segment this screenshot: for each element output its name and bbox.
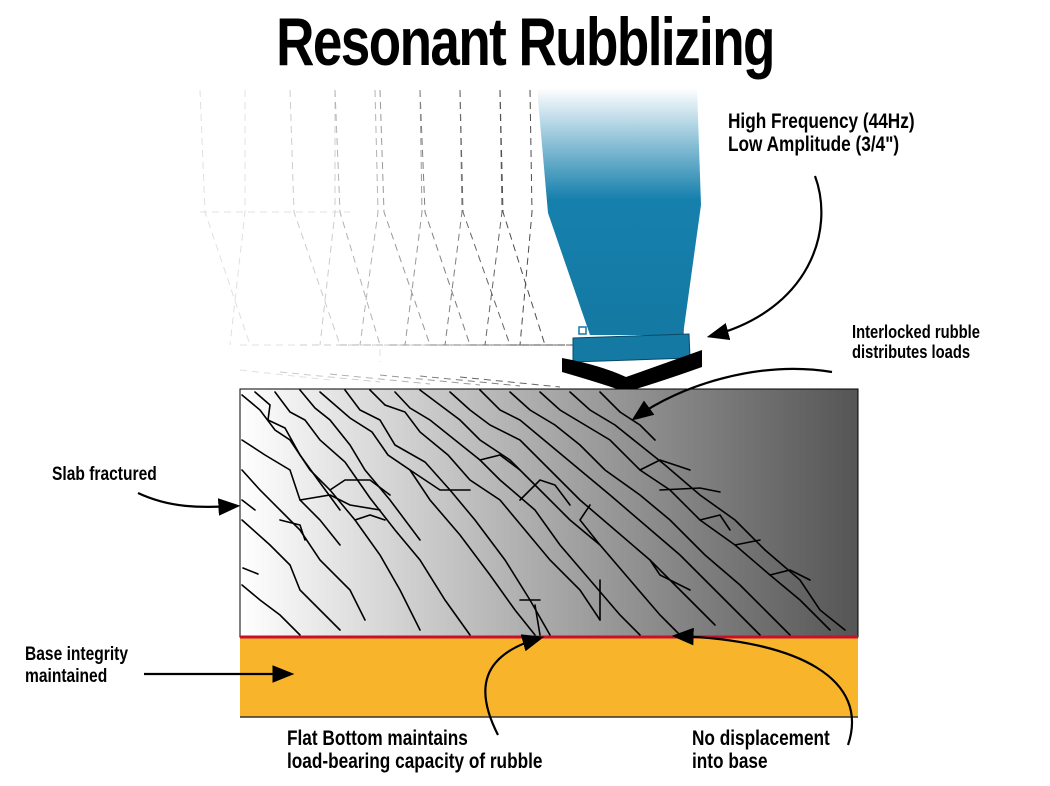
slab-fractured-label: Slab fractured <box>52 464 157 485</box>
no-displacement-arrow <box>671 627 854 746</box>
resonant-hammer <box>537 88 702 392</box>
hammer-column <box>537 88 701 335</box>
no-displacement-label-line2: into base <box>692 750 768 773</box>
flat-bottom-label-line1: Flat Bottom maintains <box>287 727 468 750</box>
motion-ghost-outlines <box>199 89 580 388</box>
no-displacement-label-line1: No displacement <box>692 727 830 750</box>
base-integrity-label-line2: maintained <box>25 666 108 687</box>
fractured-slab <box>239 388 859 638</box>
crack-network <box>241 389 846 636</box>
interlocked-label-line2: distributes loads <box>852 342 971 362</box>
slab-fractured-arrow <box>137 492 241 516</box>
interlocked-arrow <box>631 367 833 421</box>
base-layer <box>240 637 858 717</box>
hammer-foot <box>572 333 691 363</box>
base-integrity-label-line1: Base integrity <box>25 644 129 665</box>
interlocked-label-line1: Interlocked rubble <box>852 322 980 342</box>
hammer-foot-clip-left <box>578 326 587 335</box>
frequency-label-line1: High Frequency (44Hz) <box>728 110 915 133</box>
flat-bottom-label-line2: load-bearing capacity of rubble <box>287 750 543 773</box>
frequency-label-line2: Low Amplitude (3/4") <box>728 133 900 156</box>
frequency-arrow <box>706 175 823 341</box>
callout-arrows <box>137 175 854 746</box>
flat-bottom-arrow <box>484 634 545 736</box>
diagram-title: Resonant Rubblizing <box>276 4 775 80</box>
hammer-shoe <box>562 350 702 392</box>
